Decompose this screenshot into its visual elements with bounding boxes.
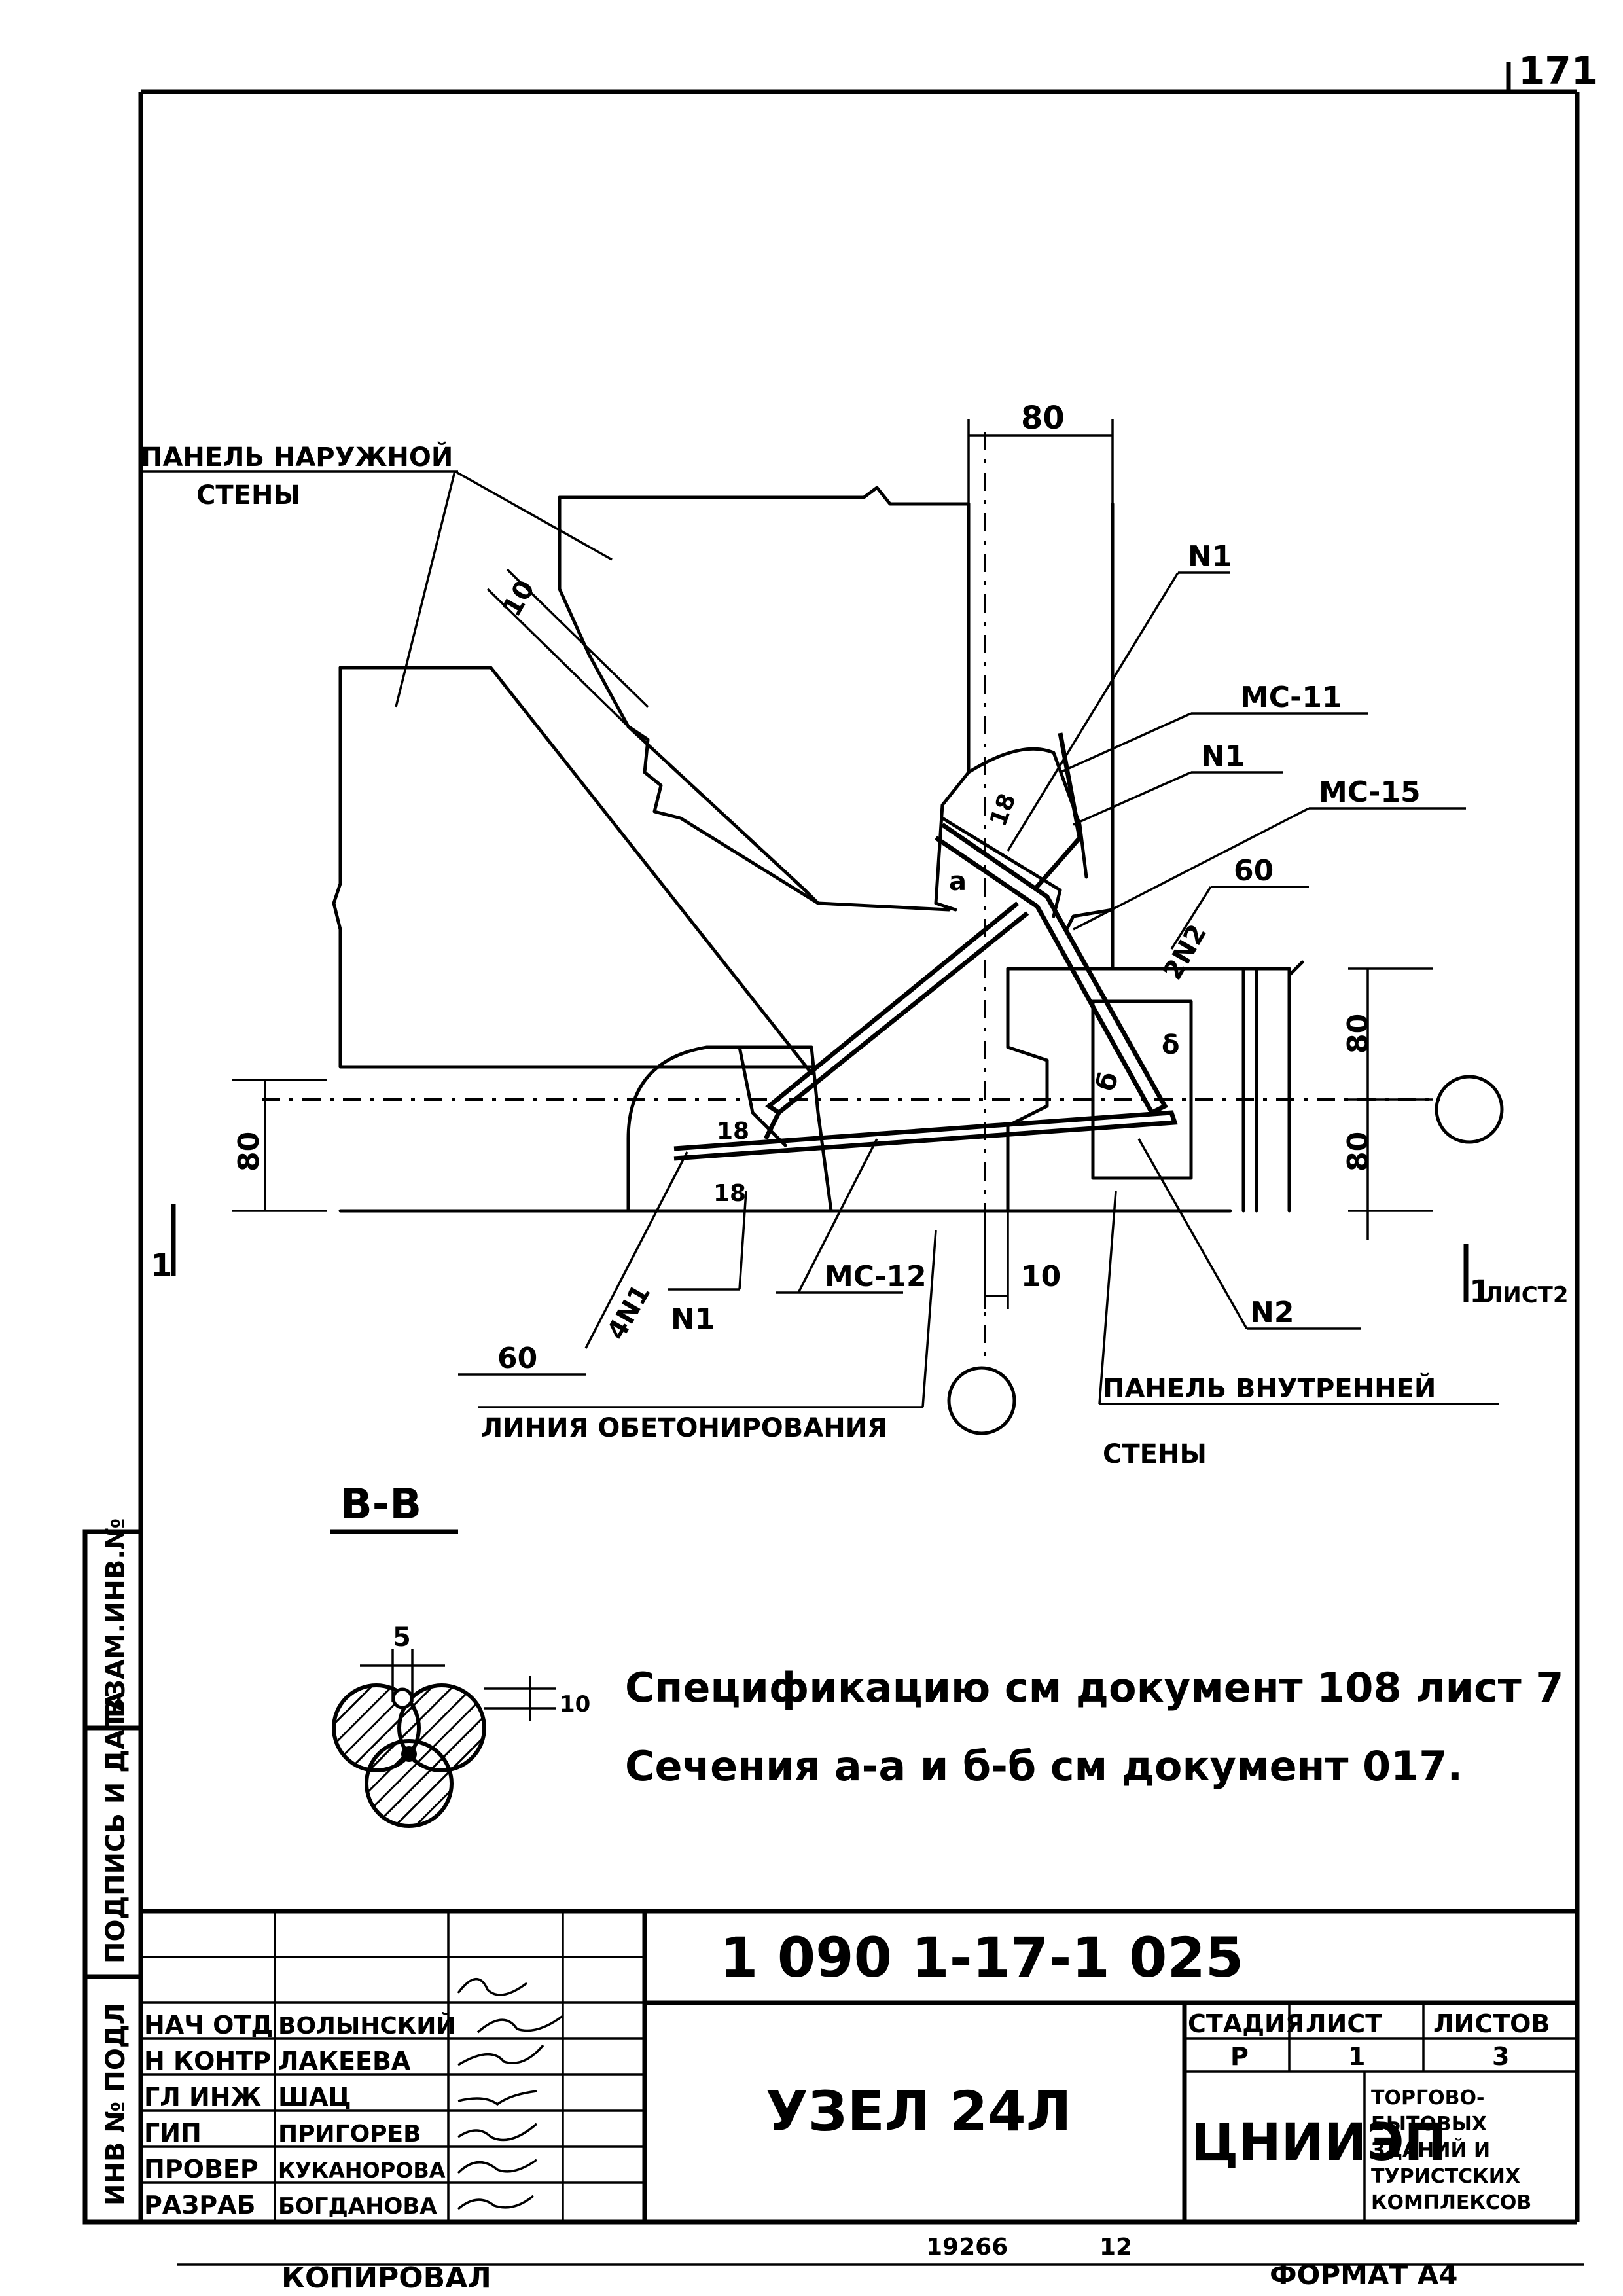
org-desc-2: ЗДАНИЙ И [1371, 2138, 1490, 2162]
section-bb-title: В-В [340, 1480, 421, 1529]
cut-left-num: 1 [151, 1247, 172, 1284]
dim-80-top: 80 [1021, 400, 1065, 437]
stage-value: Р [1230, 2042, 1249, 2071]
person-name-1: ЛАКЕЕВА [278, 2047, 411, 2075]
drawing-labels: ПАНЕЛЬ НАРУЖНОЙ СТЕНЫ 80 10 N1 МС-11 N1 … [141, 400, 1569, 1469]
signatures [457, 1977, 564, 2210]
stage-header: СТАДИЯ [1188, 2009, 1304, 2038]
person-name-0: ВОЛЫНСКИЙ [278, 2012, 455, 2039]
person-role-3: ГИП [144, 2119, 202, 2147]
dim-60-right: 60 [1234, 854, 1274, 888]
org-desc-1: БЫТОВЫХ [1371, 2113, 1487, 2136]
axis-lines [262, 432, 1440, 1361]
note-spec: Спецификацию см документ 108 лист 7 [625, 1664, 1563, 1712]
label-inner-panel-2: СТЕНЫ [1103, 1439, 1207, 1469]
node-title: УЗЕЛ 24Л [766, 2079, 1072, 2144]
label-2n2: 2N2 [1158, 920, 1213, 985]
person-name-3: ПРИГОРЕВ [278, 2121, 421, 2147]
weld-18-bot: 18 [717, 1118, 749, 1145]
person-name-2: ШАЦ [278, 2083, 351, 2111]
sheet-value: 1 [1348, 2042, 1365, 2071]
person-name-5: БОГДАНОВА [278, 2193, 437, 2219]
cut-right-ref: ЛИСТ2 [1484, 1282, 1569, 1308]
weld-18-left: 18 [713, 1180, 746, 1207]
node-geometry [332, 486, 1504, 1435]
sheets-header: ЛИСТОВ [1433, 2009, 1550, 2038]
org-desc-3: ТУРИСТСКИХ [1371, 2165, 1520, 2188]
copied-by: КОПИРОВАЛ [281, 2261, 491, 2295]
section-b-mark: б [1090, 1067, 1125, 1095]
dim-80-right-b: 80 [1342, 1132, 1375, 1172]
sheets-value: 3 [1492, 2042, 1509, 2071]
note-sections: Сечения а-а и б-б см документ 017. [625, 1742, 1463, 1790]
label-n1-c: N1 [671, 1302, 715, 1336]
section-a-mark: а [949, 867, 967, 897]
doc-code: 1 090 1-17-1 025 [720, 1926, 1243, 1990]
cut-markers [171, 1204, 1469, 1302]
side-stamp-sign-date: ПОДПИСЬ И ДАТА [101, 1691, 131, 1964]
org-name: ЦНИИЭП [1191, 2113, 1447, 2172]
label-4n1: 4N1 [601, 1280, 656, 1345]
weld-18-top: 18 [985, 790, 1022, 830]
person-role-0: НАЧ ОТД [144, 2011, 273, 2039]
person-role-1: Н КОНТР [144, 2047, 271, 2075]
label-mc15: МС-15 [1319, 776, 1421, 809]
person-name-4: КУКАНОРОВА [278, 2158, 446, 2183]
side-stamp-replace-inv: ВЗАМ.ИНВ.№ [101, 1518, 131, 1718]
label-outer-panel-1: ПАНЕЛЬ НАРУЖНОЙ [141, 441, 453, 473]
sheet-header: ЛИСТ [1306, 2009, 1382, 2038]
section-bb: В-В 5 10 [330, 1480, 590, 1828]
label-n1-b: N1 [1201, 740, 1245, 773]
format-label: ФОРМАТ А4 [1270, 2259, 1457, 2291]
label-mc12: МС-12 [825, 1260, 927, 1293]
label-line-concrete: ЛИНИЯ ОБЕТОНИРОВАНИЯ [481, 1413, 887, 1443]
label-mc11: МС-11 [1240, 681, 1342, 714]
dim-80-left: 80 [232, 1132, 266, 1172]
org-desc-0: ТОРГОВО- [1371, 2087, 1484, 2109]
label-n1-a: N1 [1188, 540, 1232, 573]
label-n2-b: N2 [1250, 1296, 1294, 1329]
org-desc-4: КОМПЛЕКСОВ [1371, 2191, 1531, 2214]
dim-10-bottom: 10 [1021, 1260, 1061, 1293]
inventory-number: 19266 [926, 2234, 1008, 2261]
section-dim-5: 5 [393, 1623, 411, 1653]
title-block [141, 1909, 1584, 2266]
label-inner-panel-1: ПАНЕЛЬ ВНУТРЕННЕЙ [1103, 1372, 1436, 1404]
dim-60-left: 60 [497, 1342, 537, 1375]
section-delta-mark: δ [1162, 1030, 1179, 1060]
section-dim-10: 10 [560, 1691, 590, 1717]
cut-right-num: 1 [1469, 1274, 1491, 1310]
corner-sheet-number: 171 [1518, 48, 1597, 93]
dim-80-right-a: 80 [1342, 1014, 1375, 1054]
dimension-lines [232, 419, 1433, 1309]
leader-lines [141, 470, 1499, 1408]
side-stamp-inv-orig: ИНВ № ПОДЛ [101, 2003, 131, 2206]
label-outer-panel-2: СТЕНЫ [196, 480, 300, 511]
dim-10-top: 10 [497, 575, 541, 622]
person-role-2: ГЛ ИНЖ [144, 2083, 261, 2111]
side-stamp [82, 1529, 143, 2225]
person-role-5: РАЗРАБ [144, 2191, 255, 2219]
inventory-sub: 12 [1099, 2234, 1132, 2261]
person-role-4: ПРОВЕР [144, 2155, 259, 2183]
